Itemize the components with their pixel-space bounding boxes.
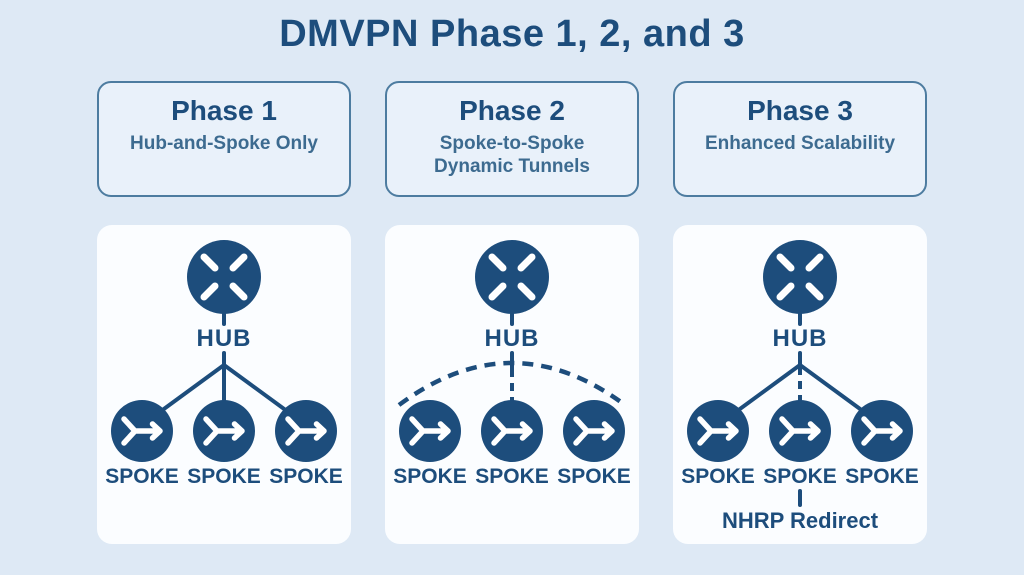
spoke-router-icon bbox=[399, 400, 461, 462]
phase-3-subtitle: Enhanced Scalability bbox=[704, 132, 896, 154]
phase-1-subtitle: Hub-and-Spoke Only bbox=[130, 132, 318, 154]
spoke-label: SPOKE bbox=[763, 465, 837, 488]
hub-label: HUB bbox=[773, 325, 828, 352]
spoke-router-icon bbox=[769, 400, 831, 462]
spoke-router-icon bbox=[851, 400, 913, 462]
phase-3-topology-panel: HUB SPOKE SPOKE SPOKE NHRP Redirect bbox=[673, 224, 927, 544]
topology-panel-row: HUB SPOKE SPOKE SPOKE HUB SPOKE SPOKE SP… bbox=[0, 224, 1024, 544]
spoke-router-icon bbox=[481, 400, 543, 462]
page-title: DMVPN Phase 1, 2, and 3 bbox=[279, 13, 745, 55]
spoke-label: SPOKE bbox=[475, 465, 549, 488]
spoke-label: SPOKE bbox=[681, 465, 755, 488]
spoke-router-icon bbox=[111, 400, 173, 462]
phase-1-topology-panel: HUB SPOKE SPOKE SPOKE bbox=[97, 224, 351, 544]
spoke-label: SPOKE bbox=[845, 465, 919, 488]
phase-2-header-box: Phase 2 Spoke-to-Spoke Dynamic Tunnels bbox=[385, 80, 639, 197]
phase-2-subtitle: Spoke-to-Spoke Dynamic Tunnels bbox=[434, 132, 590, 177]
phase-1-topology-svg: HUB SPOKE SPOKE SPOKE bbox=[105, 225, 343, 488]
phase-1-name: Phase 1 bbox=[171, 94, 277, 126]
spoke-label: SPOKE bbox=[393, 465, 467, 488]
nhrp-redirect-label: NHRP Redirect bbox=[722, 508, 879, 533]
spoke-router-icon bbox=[193, 400, 255, 462]
phase-3-topology-svg: HUB SPOKE SPOKE SPOKE NHRP Redirect bbox=[681, 225, 919, 533]
spoke-router-icon bbox=[563, 400, 625, 462]
hub-router-icon bbox=[187, 240, 261, 314]
spoke-label: SPOKE bbox=[105, 465, 179, 488]
hub-label: HUB bbox=[197, 325, 252, 352]
spoke-router-icon bbox=[687, 400, 749, 462]
phase-2-name: Phase 2 bbox=[459, 94, 565, 126]
hub-label: HUB bbox=[485, 325, 540, 352]
spoke-label: SPOKE bbox=[269, 465, 343, 488]
spoke-label: SPOKE bbox=[187, 465, 261, 488]
spoke-to-spoke-tunnel-arc bbox=[397, 360, 627, 407]
phase-1-header-box: Phase 1 Hub-and-Spoke Only bbox=[97, 80, 351, 197]
phase-3-name: Phase 3 bbox=[747, 94, 853, 126]
hub-router-icon bbox=[475, 240, 549, 314]
phase-2-topology-svg: HUB SPOKE SPOKE SPOKE bbox=[393, 225, 631, 488]
spoke-label: SPOKE bbox=[557, 465, 631, 488]
phase-header-row: Phase 1 Hub-and-Spoke Only Phase 2 Spoke… bbox=[0, 80, 1024, 197]
spoke-router-icon bbox=[275, 400, 337, 462]
hub-router-icon bbox=[763, 240, 837, 314]
phase-3-header-box: Phase 3 Enhanced Scalability bbox=[673, 80, 927, 197]
phase-2-topology-panel: HUB SPOKE SPOKE SPOKE bbox=[385, 224, 639, 544]
